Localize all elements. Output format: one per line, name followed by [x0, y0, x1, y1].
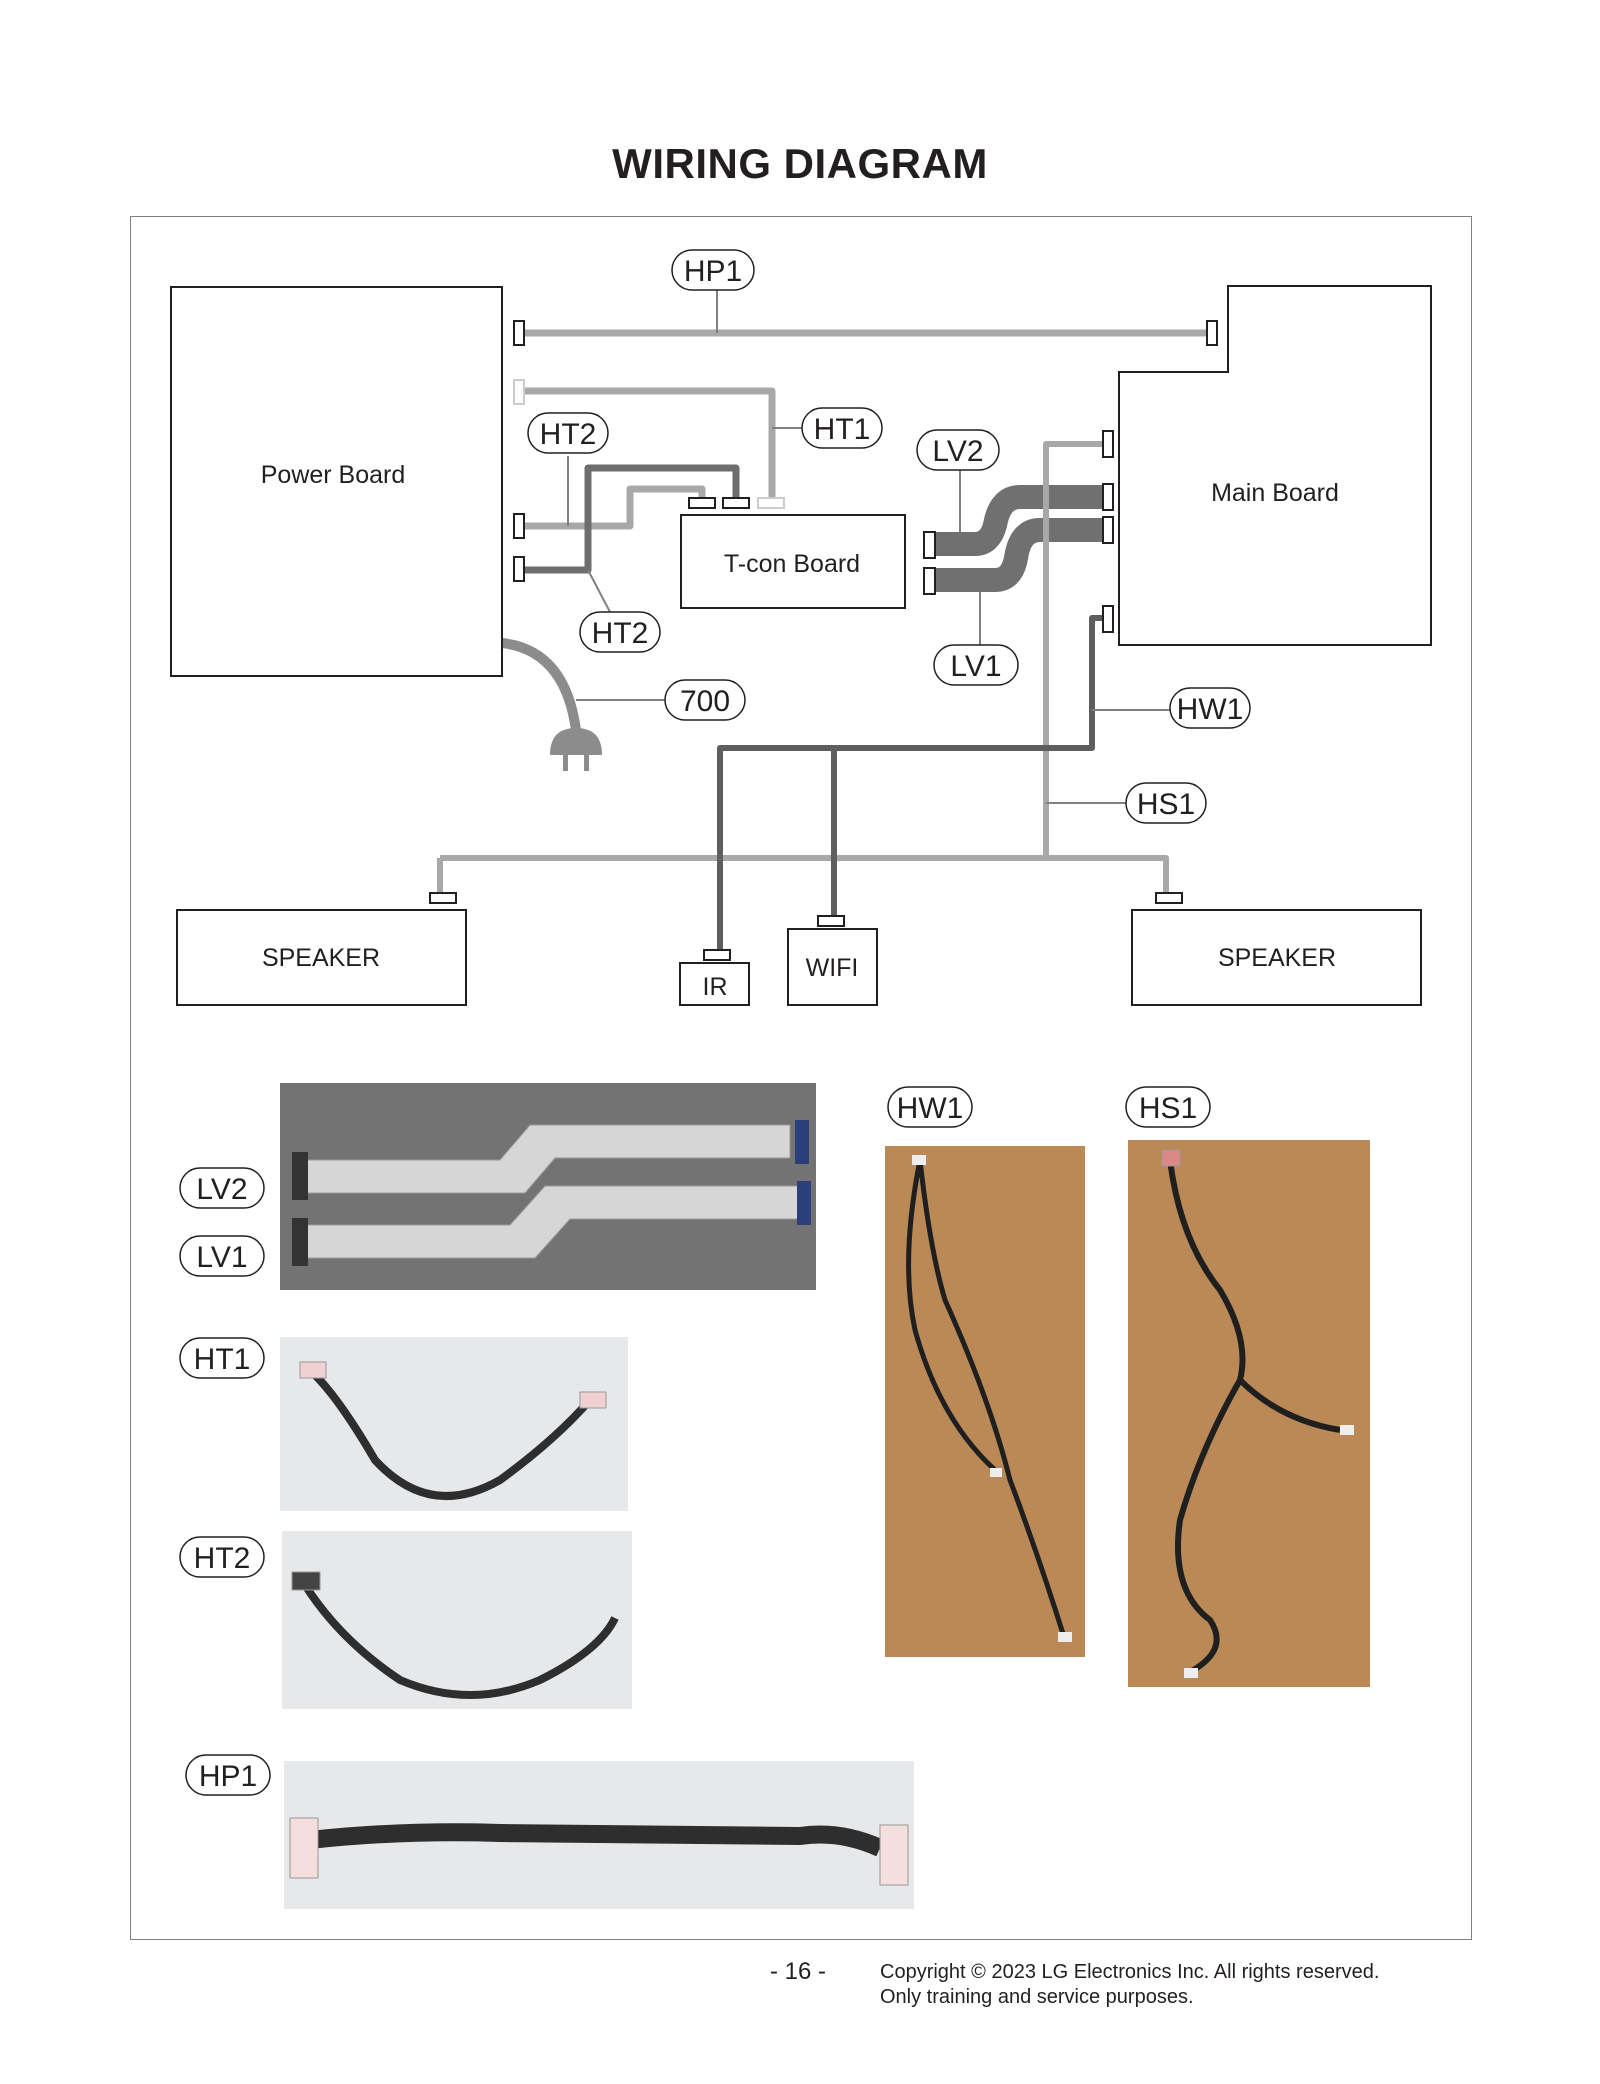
lv-cables-photo — [280, 1083, 816, 1290]
ht2-cable-upper — [524, 485, 706, 530]
tcon-board-label: T-con Board — [724, 550, 860, 578]
speaker-right-label: SPEAKER — [1218, 944, 1336, 972]
hp1-cable-photo — [284, 1761, 914, 1909]
lv1-cable — [935, 518, 1105, 592]
page-title: WIRING DIAGRAM — [612, 140, 988, 187]
photo-label-ht1: HT1 — [179, 1337, 265, 1379]
svg-text:HP1: HP1 — [199, 1760, 257, 1793]
svg-text:HT1: HT1 — [814, 413, 871, 446]
ht2-label-leader-bottom — [587, 569, 611, 613]
usage-note: Only training and service purposes. — [880, 1986, 1194, 2008]
svg-text:HW1: HW1 — [897, 1092, 964, 1125]
power-cord-callout: 700 — [664, 679, 746, 721]
photo-label-lv1: LV1 — [179, 1235, 265, 1277]
hw1-cable — [717, 615, 1105, 950]
connector — [513, 379, 525, 405]
connector — [722, 497, 750, 509]
connector — [513, 556, 525, 582]
ht1-cable — [524, 387, 776, 501]
connector — [817, 915, 845, 927]
wifi-box — [787, 928, 878, 1006]
lv2-cable — [935, 485, 1105, 556]
hs1-cable — [437, 441, 1169, 900]
ht1-cable-photo — [280, 1337, 628, 1511]
speaker-left-label: SPEAKER — [262, 944, 380, 972]
connector — [1206, 320, 1218, 346]
svg-text:HP1: HP1 — [684, 255, 742, 288]
hs1-cable-photo — [1128, 1140, 1370, 1687]
svg-text:LV1: LV1 — [196, 1241, 247, 1274]
svg-text:LV2: LV2 — [932, 435, 983, 468]
connector — [923, 531, 936, 559]
svg-text:HT2: HT2 — [540, 418, 597, 451]
hw1-callout: HW1 — [1169, 687, 1251, 729]
lv2-callout: LV2 — [916, 429, 1000, 471]
main-board-label: Main Board — [1211, 479, 1339, 507]
photo-label-ht2: HT2 — [179, 1536, 265, 1578]
connector — [1102, 605, 1114, 633]
copyright-text: Copyright © 2023 LG Electronics Inc. All… — [880, 1961, 1380, 1983]
connector — [923, 567, 936, 595]
hp1-callout: HP1 — [671, 249, 755, 291]
connector — [1102, 430, 1114, 458]
svg-text:HS1: HS1 — [1137, 788, 1195, 821]
ir-label: IR — [703, 973, 728, 1001]
page-number: - 16 - — [770, 1958, 827, 1985]
speaker-right-box — [1131, 909, 1422, 1006]
ht2-cable-photo — [282, 1531, 632, 1709]
connector — [1155, 892, 1183, 904]
svg-text:HT1: HT1 — [194, 1343, 251, 1376]
photo-label-lv2: LV2 — [179, 1167, 265, 1209]
lv1-callout: LV1 — [933, 644, 1019, 686]
svg-text:700: 700 — [680, 685, 730, 718]
svg-text:HT2: HT2 — [194, 1542, 251, 1575]
svg-text:HT2: HT2 — [592, 617, 649, 650]
photo-label-hs1: HS1 — [1125, 1086, 1211, 1128]
diagram-frame — [130, 216, 1472, 1940]
connector — [1102, 483, 1114, 511]
connector — [757, 497, 785, 509]
ir-box — [679, 962, 750, 1006]
connector — [688, 497, 716, 509]
power-board-label: Power Board — [261, 461, 406, 489]
tcon-board — [680, 514, 906, 609]
footer-copyright: Copyright © 2023 LG Electronics Inc. All… — [880, 1960, 1379, 2010]
svg-text:LV1: LV1 — [950, 650, 1001, 683]
connector — [703, 949, 731, 961]
connector — [513, 320, 525, 346]
ht2-cable-lower — [524, 464, 740, 574]
photo-label-hw1: HW1 — [887, 1086, 973, 1128]
connector — [513, 513, 525, 539]
svg-text:HW1: HW1 — [1177, 693, 1244, 726]
connector — [429, 892, 457, 904]
connector — [1102, 516, 1114, 544]
svg-text:LV2: LV2 — [196, 1173, 247, 1206]
photo-label-hp1: HP1 — [185, 1754, 271, 1796]
hw1-cable-photo — [885, 1146, 1085, 1657]
wifi-label: WIFI — [806, 954, 859, 982]
main-board — [1118, 285, 1432, 646]
ht2-top-callout: HT2 — [527, 412, 609, 454]
power-cord — [501, 638, 581, 731]
ht1-callout: HT1 — [801, 407, 883, 449]
speaker-left-box — [176, 909, 467, 1006]
svg-text:HS1: HS1 — [1139, 1092, 1197, 1125]
hs1-callout: HS1 — [1125, 782, 1207, 824]
ht2-bottom-callout: HT2 — [579, 611, 661, 653]
power-plug-icon — [550, 728, 602, 771]
power-board — [170, 286, 503, 677]
